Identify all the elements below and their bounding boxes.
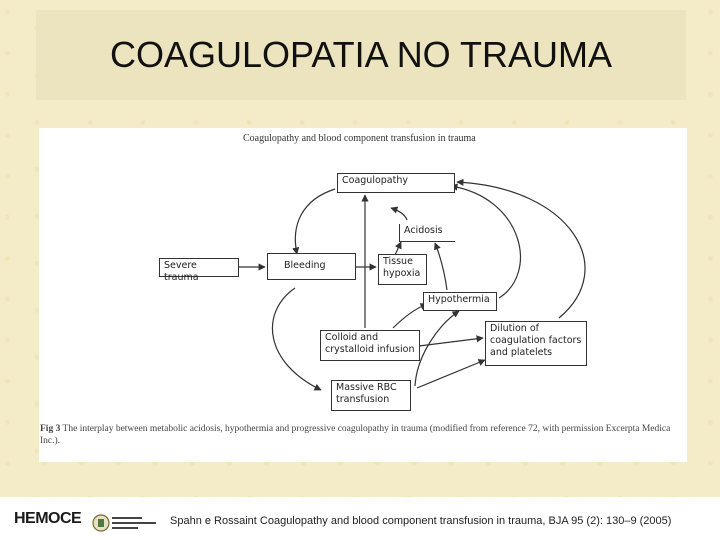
government-logo [92,514,156,532]
node-massive-rbc: Massive RBC transfusion [331,380,411,411]
node-acidosis: Acidosis [399,224,455,242]
arrow-colloid-to-hypothermia [392,303,428,329]
arrow-hypoxia-to-acidosis [394,241,402,256]
figure-header: Coagulopathy and blood component transfu… [243,133,476,144]
diagram-arrows [239,178,586,391]
node-coagulopathy: Coagulopathy [337,173,455,193]
diagram-figure: Coagulopathy and blood component transfu… [39,128,687,462]
arrow-hypothermia-to-acidosis [434,242,448,291]
node-dilution: Dilution of coagulation factors and plat… [485,321,587,366]
node-bleeding: Bleeding [267,253,356,280]
citation-text: Spahn e Rossaint Coagulopathy and blood … [170,515,672,527]
arrow-coagulopathy-to-bleeding [292,188,336,255]
node-tissue-hypoxia: Tissue hypoxia [378,254,427,285]
caption-text: The interplay between metabolic acidosis… [40,424,671,446]
arrow-bleeding-to-massive-rbc [271,287,322,391]
arrow-dilution-to-coagulopathy [456,178,586,319]
arrow-colloid-to-dilution [418,335,484,347]
caption-label: Fig 3 [40,424,61,434]
node-hypothermia: Hypothermia [423,292,497,311]
node-severe-trauma: Severe trauma [159,258,239,283]
title-band [36,10,686,100]
arrow-rbc-to-dilution [416,359,486,389]
arrow-rbc-to-hypothermia [414,310,460,387]
slide-title: COAGULOPATIA NO TRAUMA [109,34,613,75]
hemoce-logo: HEMOCE [14,510,82,527]
arrow-acidosis-to-coagulopathy [390,206,408,221]
node-colloid: Colloid and crystalloid infusion [320,330,420,361]
arrow-hypothermia-to-coagulopathy [450,183,521,299]
figure-caption: Fig 3 The interplay between metabolic ac… [40,423,684,447]
